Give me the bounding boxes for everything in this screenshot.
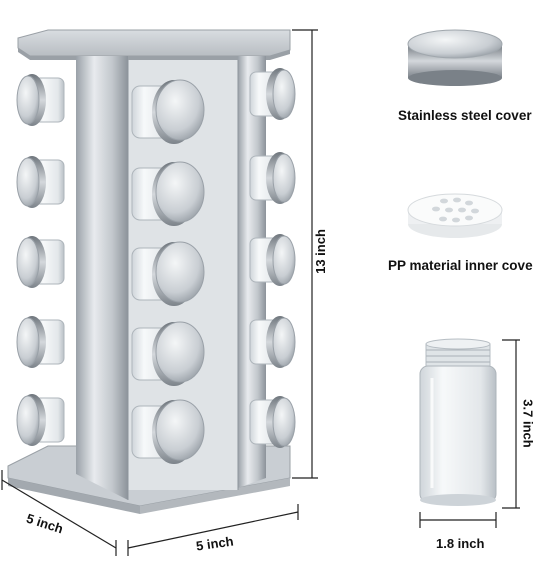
width-dimension [127,504,299,556]
spice-jar [131,79,205,144]
spice-jar [131,161,205,226]
spice-jar [249,68,296,120]
spice-jar [16,394,65,446]
spice-jar [131,321,205,386]
jar-width-label: 1.8 inch [436,536,485,551]
spice-jar [249,152,296,204]
pp-shaker-cap-photo [407,193,503,238]
pp-cover-label: PP material inner cover [388,258,533,273]
spice-jar [131,399,205,464]
glass-jar-photo [419,338,497,506]
steel-cap-photo [407,29,503,86]
spice-jar [131,241,205,306]
spice-jar [16,316,65,368]
steel-cover-label: Stainless steel cover [398,108,532,123]
spice-jar [249,316,296,368]
depth-dimension [1,470,117,556]
jar-height-dimension [502,339,520,509]
jar-width-dimension [419,512,497,528]
spice-jar [16,156,65,208]
jar-height-label: 3.7 inch [520,399,533,448]
height-dimension [292,29,318,479]
spice-jar [16,236,65,288]
spice-jar [249,396,296,448]
spice-jar [249,234,296,286]
height-label: 13 inch [312,229,328,274]
spice-rack-photo [7,29,296,514]
spice-jar [16,74,65,126]
